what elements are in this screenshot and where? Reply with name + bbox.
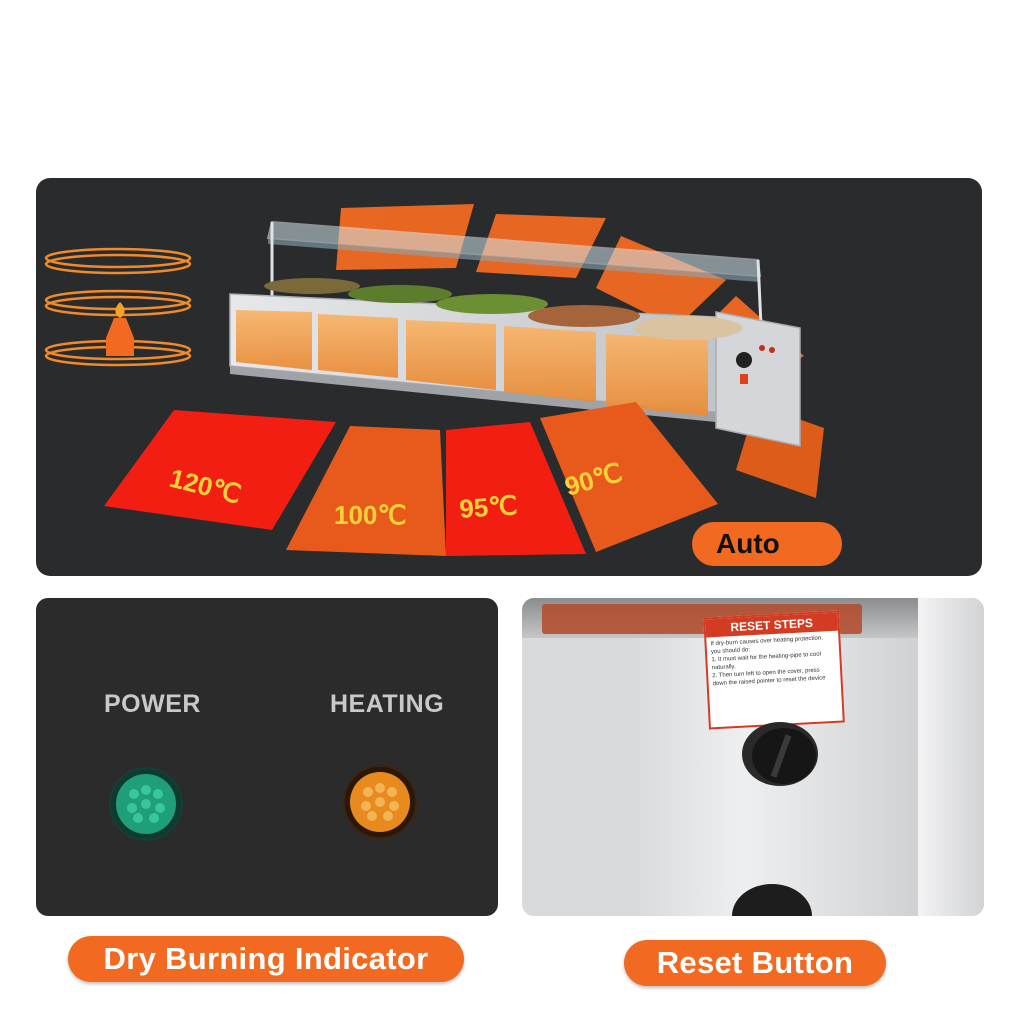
temp-label-95: 95℃ bbox=[458, 490, 518, 524]
food-warmer-hero-panel: 120℃ 100℃ 95℃ 90℃ bbox=[36, 178, 982, 576]
reset-button-caption: Reset Button bbox=[624, 940, 886, 986]
indicator-panel: POWER HEATING bbox=[36, 598, 498, 916]
reset-steps-text: If dry-burn causes over heating protecti… bbox=[706, 631, 841, 692]
dry-burning-indicator-label: Dry Burning Indicator bbox=[103, 941, 429, 976]
reset-panel: RESET STEPS If dry-burn causes over heat… bbox=[522, 598, 984, 916]
heating-label: HEATING bbox=[330, 690, 445, 718]
reset-knob[interactable] bbox=[732, 710, 828, 794]
heating-coil-icon bbox=[44, 247, 192, 367]
temp-label-100: 100℃ bbox=[334, 500, 407, 530]
temp-wedge-120 bbox=[104, 410, 336, 530]
hero-illustration: 120℃ 100℃ 95℃ 90℃ bbox=[44, 204, 824, 556]
power-label: POWER bbox=[104, 690, 201, 718]
temp-wedge-90 bbox=[540, 402, 718, 552]
cabinet-side bbox=[918, 598, 984, 916]
heating-indicator-light bbox=[343, 765, 417, 839]
temperature-wedges bbox=[104, 402, 718, 556]
reset-button-label: Reset Button bbox=[656, 945, 854, 980]
power-indicator-light bbox=[109, 767, 183, 841]
temp-wedge-95 bbox=[446, 422, 586, 556]
temp-wedge-100 bbox=[286, 426, 446, 556]
food-pans bbox=[236, 278, 742, 416]
dry-burning-indicator-caption: Dry Burning Indicator bbox=[68, 936, 464, 982]
lower-knob bbox=[732, 884, 812, 916]
auto-badge-label: Auto bbox=[716, 528, 780, 559]
auto-badge: Auto bbox=[692, 522, 842, 566]
